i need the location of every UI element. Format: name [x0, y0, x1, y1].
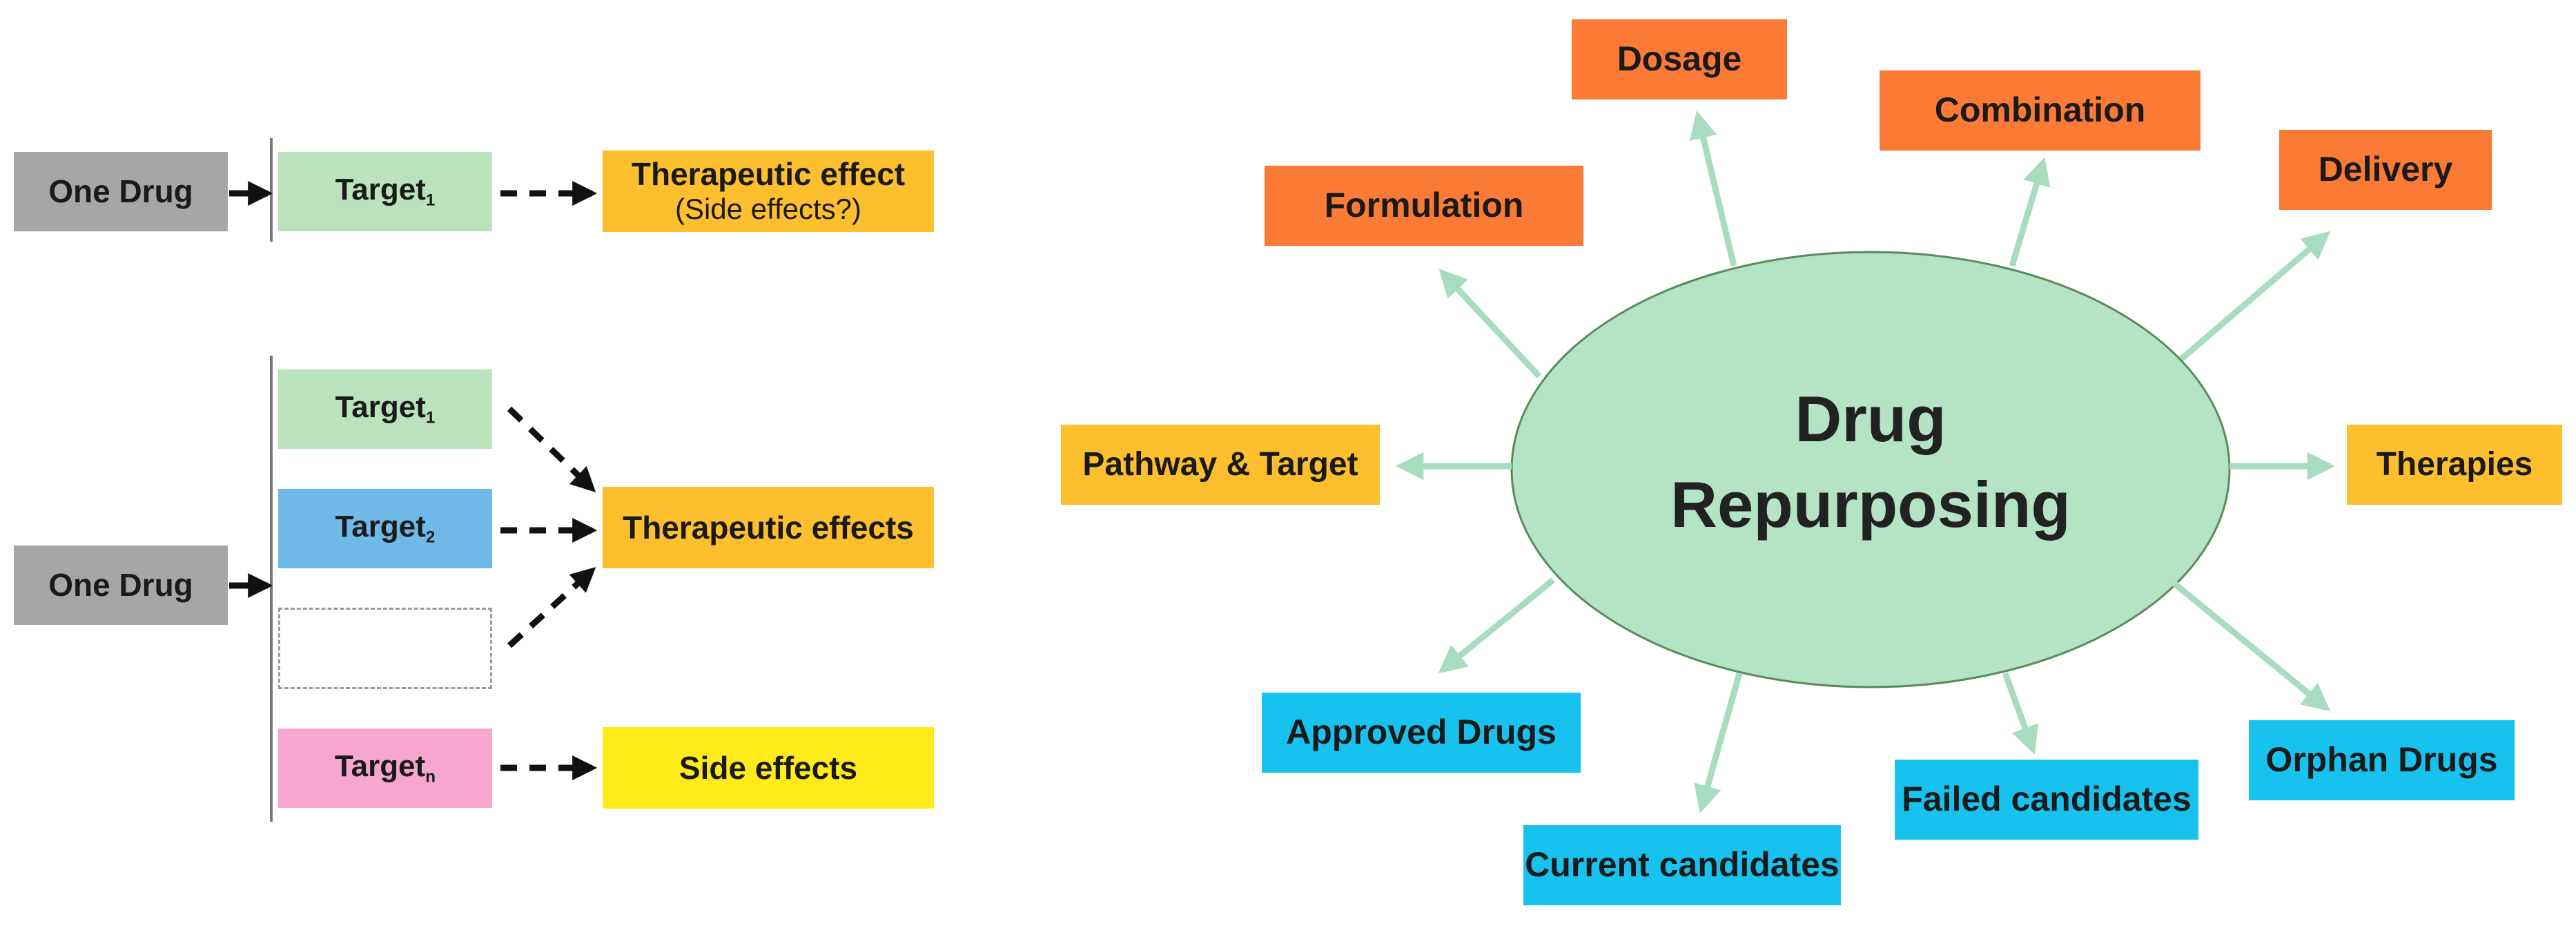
arrow-target1-to-effects: [507, 406, 596, 493]
spoke-failed: [2002, 672, 2038, 755]
hub-title-line2: Repurposing: [1670, 468, 2071, 541]
side-effects-box: Side effects: [603, 727, 934, 809]
target1-label-top: Target1: [335, 173, 436, 210]
one-drug-label-bottom: One Drug: [48, 567, 193, 604]
node-delivery: Delivery: [2279, 130, 2492, 210]
node-orphan-drugs: Orphan Drugs: [2249, 720, 2515, 800]
node-therapies-label: Therapies: [2376, 446, 2533, 483]
node-failed-candidates: Failed candidates: [1895, 760, 2198, 840]
targetn-box: Targetn: [278, 729, 492, 808]
therapeutic-effects-box: Therapeutic effects: [603, 487, 934, 568]
side-effects-question-note: (Side effects?): [674, 193, 862, 226]
node-combination: Combination: [1880, 70, 2201, 151]
spoke-formulation: [1438, 269, 1542, 379]
spoke-dosage: [1689, 110, 1737, 267]
spoke-delivery: [2179, 231, 2331, 362]
node-dosage-label: Dosage: [1617, 39, 1742, 79]
node-orphan-drugs-label: Orphan Drugs: [2265, 740, 2498, 780]
node-pathway-target-label: Pathway & Target: [1082, 446, 1358, 483]
spoke-orphan: [2172, 581, 2331, 712]
target1-subscript-top: 1: [425, 191, 436, 210]
therapeutic-effect-label: Therapeutic effect: [631, 156, 906, 193]
target1-box-top: Target1: [278, 152, 492, 231]
side-effects-label: Side effects: [679, 749, 858, 786]
therapeutic-effects-label: Therapeutic effects: [623, 509, 914, 546]
node-dosage: Dosage: [1572, 19, 1787, 99]
target1-box-bottom: Target1: [278, 369, 492, 449]
empty-target-placeholder: [278, 608, 492, 689]
spoke-combination: [2009, 157, 2051, 267]
hub-ellipse: [1510, 251, 2231, 688]
target2-subscript: 2: [425, 528, 436, 547]
node-formulation-label: Formulation: [1324, 186, 1524, 225]
one-drug-box-top: One Drug: [14, 152, 228, 231]
node-pathway-target: Pathway & Target: [1061, 425, 1380, 505]
node-current-candidates-label: Current candidates: [1525, 845, 1840, 885]
therapeutic-effect-box: Therapeutic effect (Side effects?): [603, 151, 934, 232]
node-delivery-label: Delivery: [2318, 150, 2453, 189]
node-approved-drugs-label: Approved Drugs: [1286, 713, 1557, 752]
hub-title-line1: Drug: [1795, 383, 1946, 455]
arrow-empty-to-effects: [507, 567, 596, 648]
hub-title: Drug Repurposing: [1512, 376, 2229, 548]
target1-label-bottom: Target1: [335, 390, 436, 427]
node-approved-drugs: Approved Drugs: [1262, 693, 1581, 773]
node-formulation: Formulation: [1265, 166, 1583, 246]
targetn-subscript: n: [425, 767, 436, 787]
one-drug-label-top: One Drug: [48, 173, 193, 210]
one-drug-box-bottom: One Drug: [14, 546, 228, 625]
node-current-candidates: Current candidates: [1523, 825, 1841, 905]
spoke-current: [1694, 672, 1743, 813]
node-therapies: Therapies: [2347, 425, 2562, 505]
target2-label: Target2: [335, 510, 436, 547]
target2-box: Target2: [278, 489, 492, 568]
target1-subscript-bottom: 1: [425, 408, 436, 427]
node-combination-label: Combination: [1934, 90, 2146, 130]
targetn-label: Targetn: [335, 749, 436, 787]
node-failed-candidates-label: Failed candidates: [1902, 780, 2192, 819]
spoke-approved: [1438, 577, 1555, 674]
